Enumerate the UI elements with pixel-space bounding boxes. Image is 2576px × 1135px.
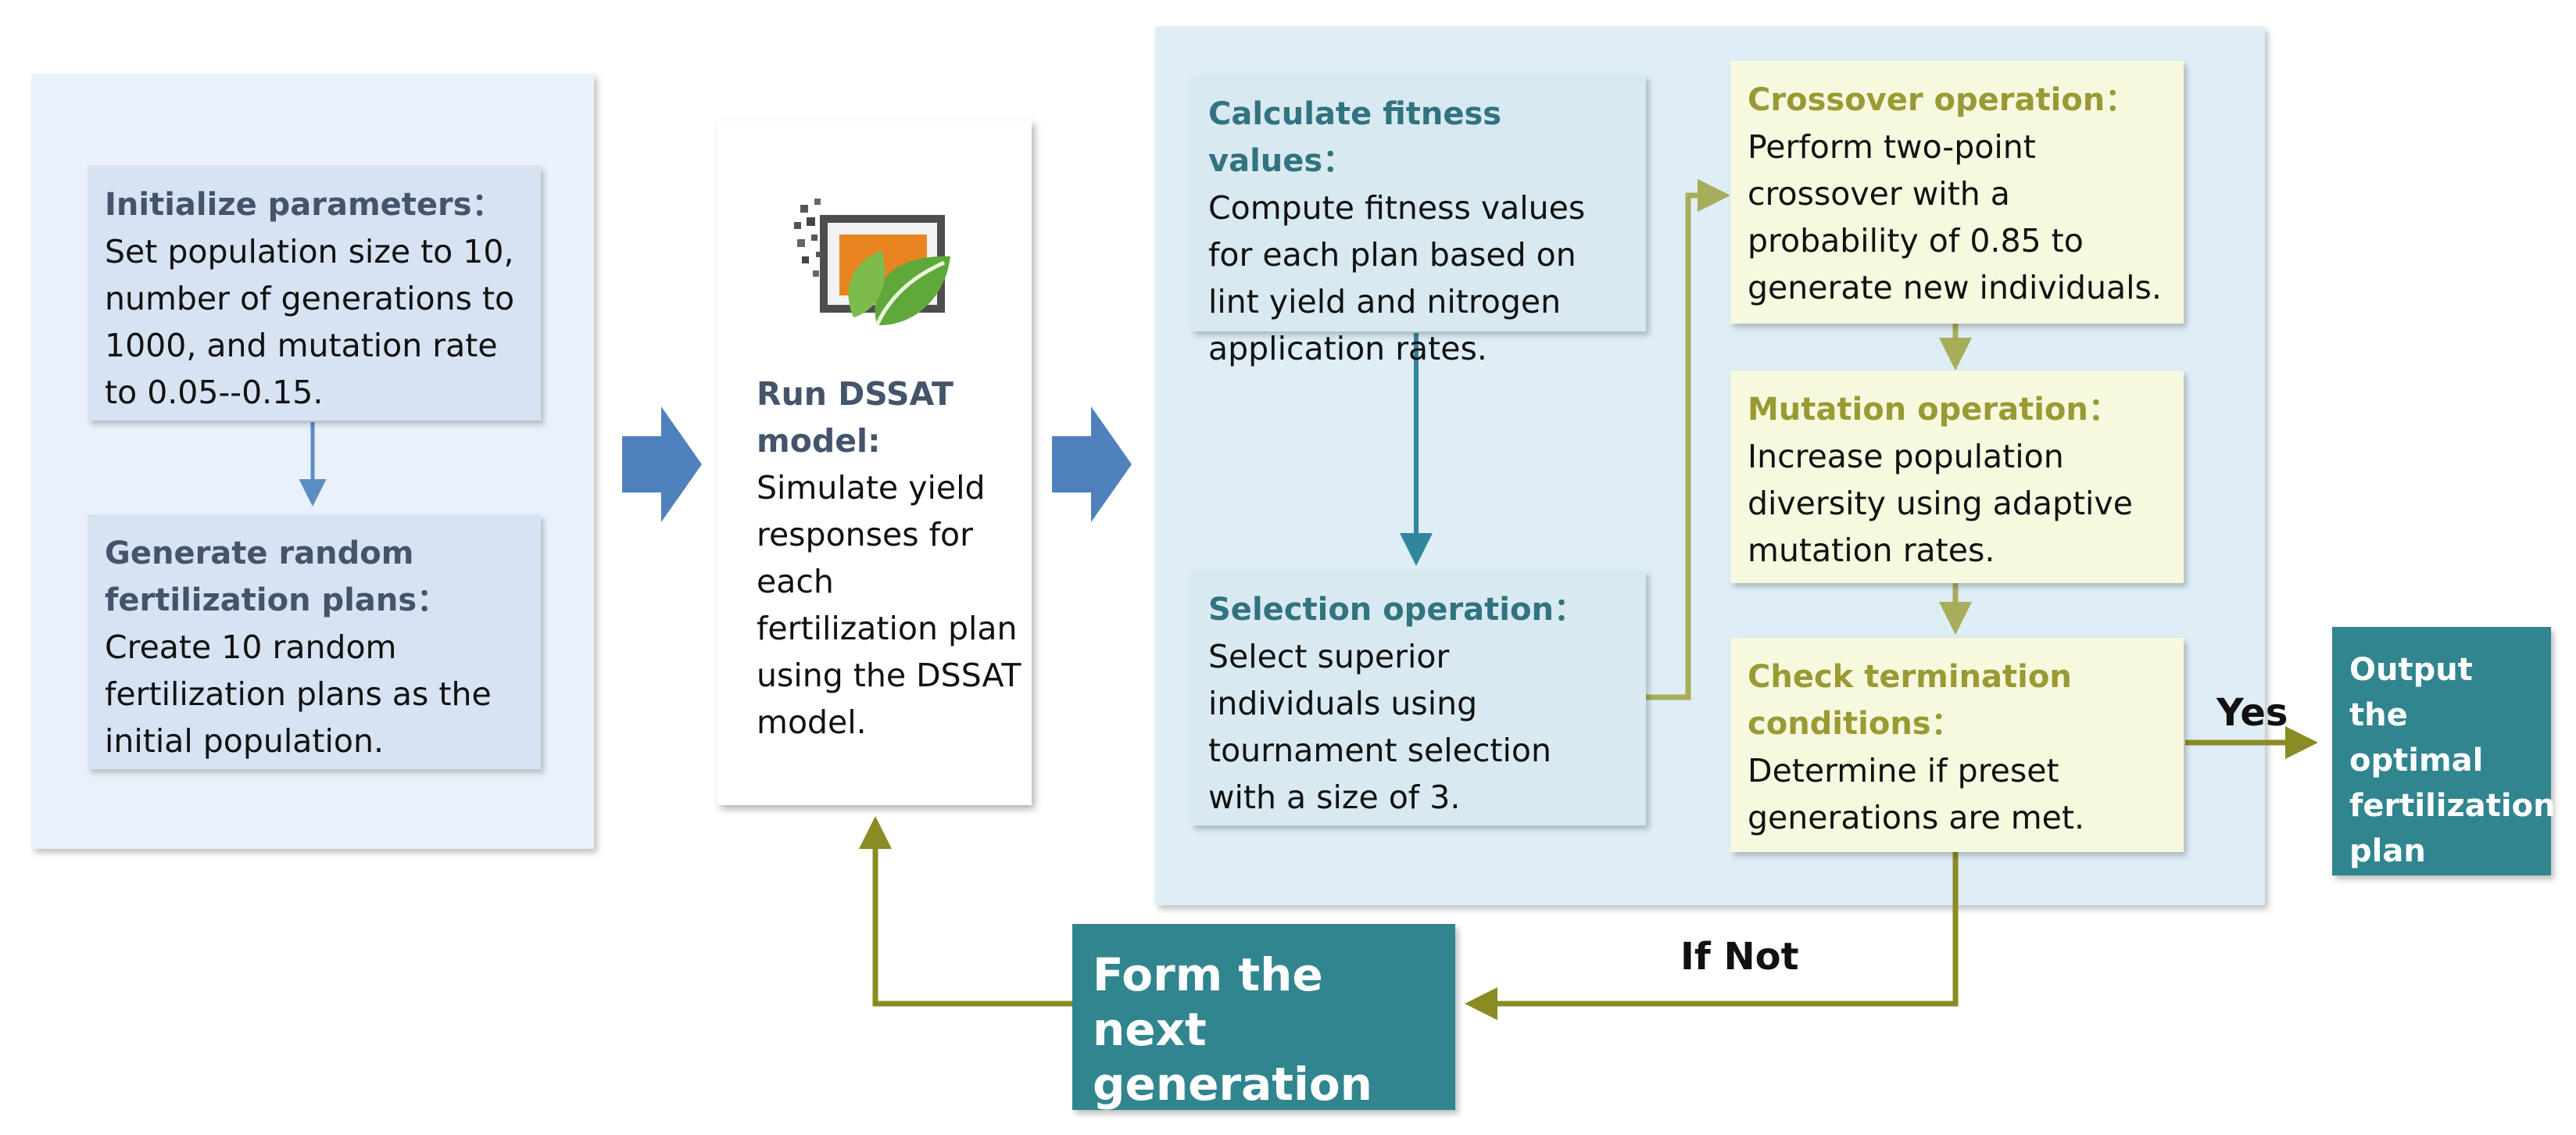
next-generation-label: Form the next generation	[1093, 948, 1372, 1111]
dssat-text: Simulate yield responses for each fertil…	[757, 469, 1021, 741]
block-arrow-1	[622, 406, 702, 522]
check-termination-title: Check termination conditions：	[1748, 659, 2072, 742]
selection-operation-text: Select superior individuals using tourna…	[1208, 638, 1551, 816]
dssat-title: Run DSSAT model:	[757, 375, 953, 460]
dssat-box: Run DSSAT model: Simulate yield response…	[757, 371, 1022, 746]
crossover-operation-box: Crossover operation： Perform two-point c…	[1730, 61, 2184, 324]
selection-operation-title: Selection operation：	[1208, 592, 1585, 628]
generate-random-plans-text: Create 10 random fertilization plans as …	[105, 628, 492, 760]
if-not-label: If Not	[1680, 935, 1799, 979]
check-termination-text: Determine if preset generations are met.	[1748, 752, 2084, 836]
mutation-operation-title: Mutation operation：	[1748, 392, 2120, 428]
block-arrow-2	[1052, 406, 1132, 522]
initialize-parameters-box: Initialize parameters： Set population si…	[88, 166, 541, 421]
dssat-logo-icon	[794, 199, 950, 327]
calculate-fitness-title: Calculate fitness values：	[1208, 96, 1502, 179]
generate-random-plans-title: Generate random fertilization plans：	[105, 535, 449, 618]
check-termination-box: Check termination conditions： Determine …	[1730, 638, 2184, 852]
crossover-operation-text: Perform two-point crossover with a proba…	[1748, 128, 2162, 306]
initialize-parameters-title: Initialize parameters：	[105, 187, 503, 223]
crossover-operation-title: Crossover operation：	[1748, 82, 2137, 118]
mutation-operation-box: Mutation operation： Increase population …	[1730, 371, 2184, 583]
next-generation-box: Form the next generation	[1072, 924, 1455, 1111]
arrow-termination-to-next-gen	[1465, 852, 1959, 1020]
output-optimal-plan-label: Output the optimal fertilization plan	[2349, 652, 2556, 869]
calculate-fitness-text: Compute fitness values for each plan bas…	[1208, 189, 1586, 367]
initialize-parameters-text: Set population size to 10, number of gen…	[105, 233, 515, 411]
yes-label: Yes	[2216, 691, 2288, 735]
selection-operation-box: Selection operation： Select superior ind…	[1191, 571, 1646, 825]
generate-random-plans-box: Generate random fertilization plans： Cre…	[88, 514, 541, 769]
mutation-operation-text: Increase population diversity using adap…	[1748, 438, 2133, 569]
output-optimal-plan-box: Output the optimal fertilization plan	[2332, 627, 2556, 875]
arrow-next-gen-to-dssat	[859, 816, 1072, 1007]
calculate-fitness-box: Calculate fitness values： Compute fitnes…	[1191, 75, 1646, 367]
arrow-selection-to-crossover	[1641, 179, 1730, 700]
